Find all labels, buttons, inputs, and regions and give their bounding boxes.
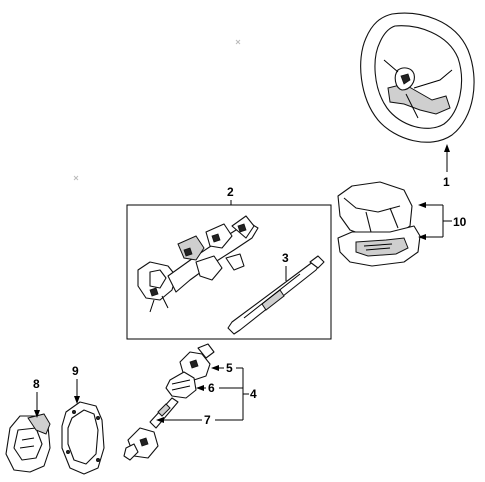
column-seal-boot-icon bbox=[5, 413, 51, 473]
callout-3: 3 bbox=[282, 251, 289, 265]
callout-1: 1 bbox=[443, 175, 450, 189]
callout-5: 5 bbox=[226, 361, 233, 375]
lower-intermediate-shaft-icon bbox=[123, 397, 179, 461]
callout-6: 6 bbox=[208, 381, 215, 395]
steering-column-assembly-box bbox=[126, 204, 332, 340]
column-cover-icon bbox=[337, 181, 421, 267]
registration-marks bbox=[73, 39, 241, 181]
shaft-boot-icon bbox=[165, 371, 197, 399]
upper-universal-joint-icon bbox=[179, 343, 215, 383]
callout-8: 8 bbox=[33, 377, 40, 391]
steering-wheel-icon bbox=[360, 12, 475, 143]
callout-2: 2 bbox=[227, 185, 234, 199]
seal-retainer-plate-icon bbox=[61, 401, 105, 475]
steering-shaft-icon bbox=[227, 255, 325, 335]
callout-9: 9 bbox=[72, 364, 79, 378]
callout-10: 10 bbox=[453, 215, 467, 229]
callout-7: 7 bbox=[204, 413, 211, 427]
callout-4: 4 bbox=[250, 387, 257, 401]
steering-column-assembly-icon bbox=[137, 215, 259, 313]
